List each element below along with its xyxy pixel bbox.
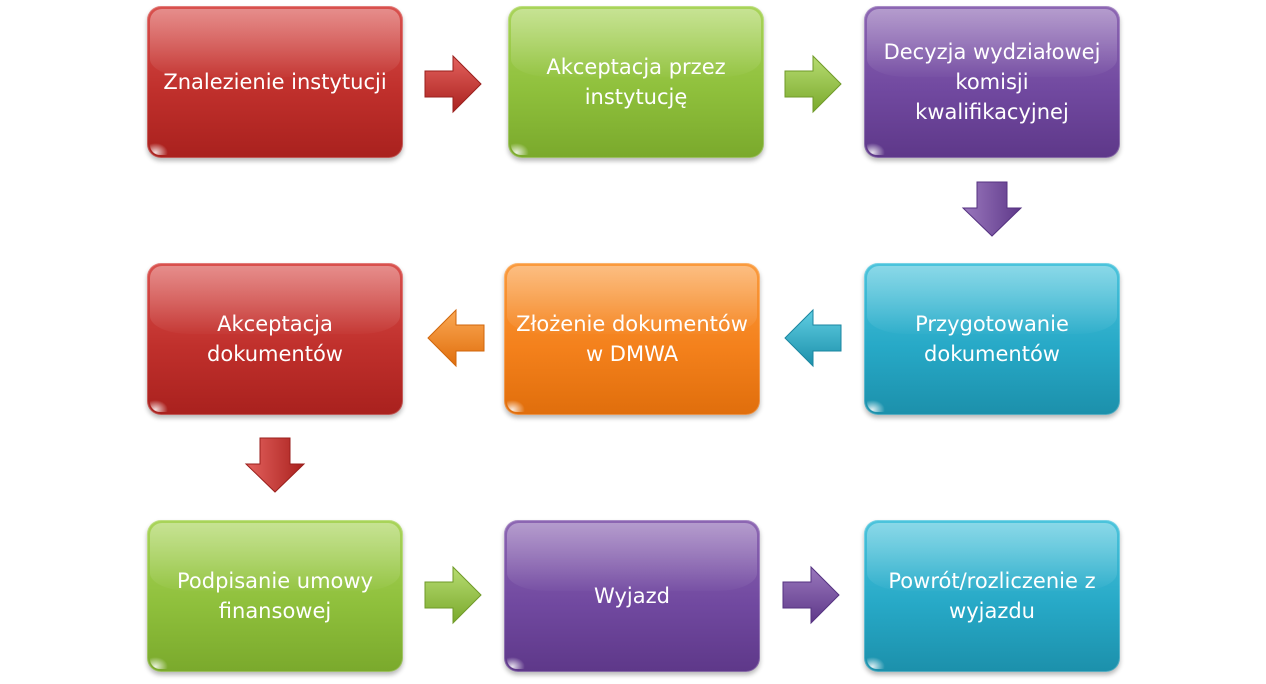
step-box-3: Decyzja wydziałowej komisji kwalifikacyj… xyxy=(864,6,1120,158)
step-box-9: Powrót/rozliczenie z wyjazdu xyxy=(864,520,1120,672)
step-label: Wyjazd xyxy=(594,584,670,608)
step-label: Powrót/rozliczenie z wyjazdu xyxy=(888,569,1096,623)
step-label: Znalezienie instytucji xyxy=(163,70,387,94)
arrow-right-icon xyxy=(424,54,482,114)
arrow-left-icon xyxy=(784,308,842,368)
step-box-8: Wyjazd xyxy=(504,520,760,672)
step-box-7: Podpisanie umowy finansowej xyxy=(147,520,403,672)
arrow-left-icon xyxy=(427,308,485,368)
arrow-right-icon xyxy=(782,565,840,625)
step-box-1: Znalezienie instytucji xyxy=(147,6,403,158)
step-label: Złożenie dokumentów w DMWA xyxy=(516,312,748,366)
arrow-down-icon xyxy=(244,437,306,493)
step-box-4: Przygotowanie dokumentów xyxy=(864,263,1120,415)
step-box-5: Złożenie dokumentów w DMWA xyxy=(504,263,760,415)
step-box-2: Akceptacja przez instytucję xyxy=(508,6,764,158)
arrow-down-icon xyxy=(961,181,1023,237)
step-label: Akceptacja przez instytucję xyxy=(546,55,726,109)
arrow-right-icon xyxy=(784,54,842,114)
step-label: Przygotowanie dokumentów xyxy=(915,312,1069,366)
arrow-right-icon xyxy=(424,565,482,625)
step-box-6: Akceptacja dokumentów xyxy=(147,263,403,415)
step-label: Decyzja wydziałowej komisji kwalifikacyj… xyxy=(883,40,1101,124)
step-label: Akceptacja dokumentów xyxy=(207,312,343,366)
step-label: Podpisanie umowy finansowej xyxy=(176,569,374,623)
